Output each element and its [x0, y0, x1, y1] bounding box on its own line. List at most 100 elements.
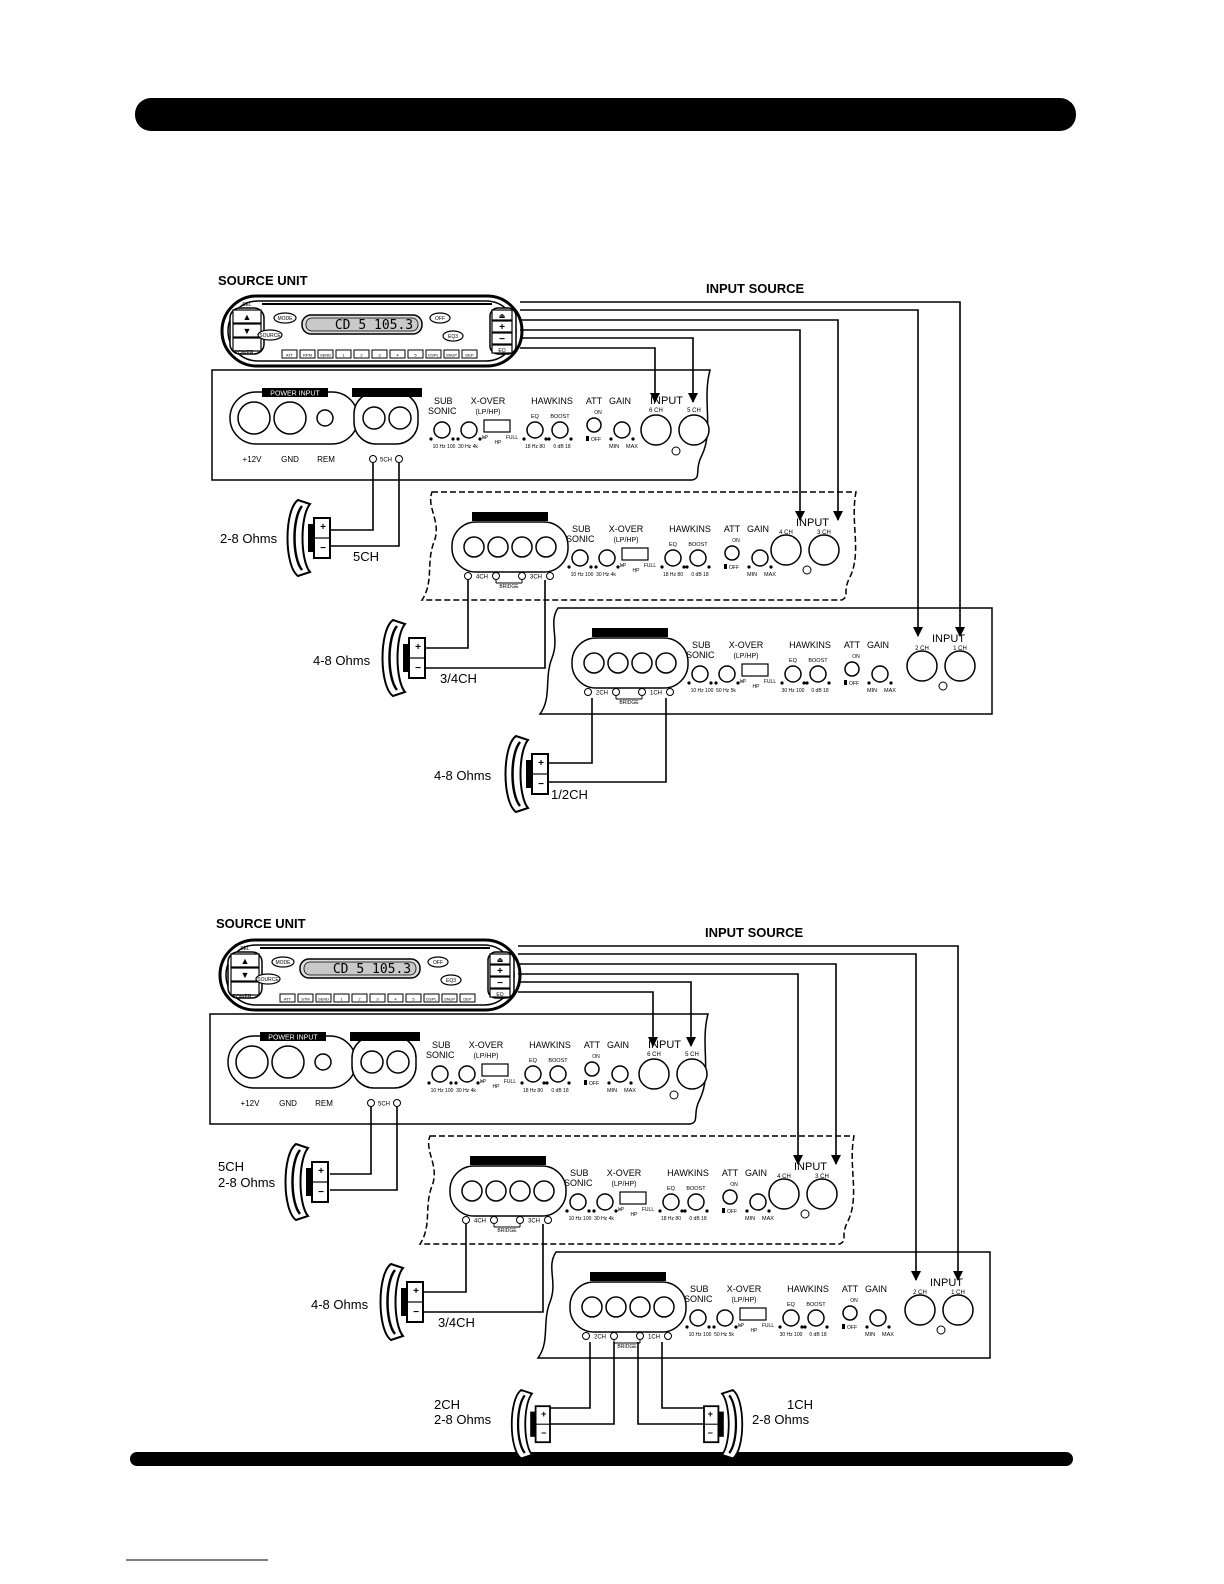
off-button[interactable]: OFF [435, 316, 445, 322]
power-terminal-12v[interactable] [237, 401, 271, 435]
preset-button[interactable]: SNUP [444, 997, 455, 1002]
att-switch[interactable] [842, 1305, 858, 1321]
speaker-terminal[interactable] [629, 1296, 651, 1318]
boost-knob[interactable] [689, 549, 707, 567]
gain-knob[interactable] [871, 665, 889, 683]
speaker-terminal[interactable] [388, 406, 412, 430]
xover-switch[interactable] [619, 1191, 647, 1205]
power-button[interactable]: POWER [233, 994, 252, 1000]
rca-input-1ch[interactable] [944, 650, 976, 682]
rca-input-5ch[interactable] [678, 414, 710, 446]
rca-input-3ch[interactable] [808, 534, 840, 566]
speaker-terminal[interactable] [583, 652, 605, 674]
speaker-terminal[interactable] [655, 652, 677, 674]
subsonic-knob[interactable] [433, 421, 451, 439]
sel-button[interactable]: SEL [242, 302, 252, 308]
preset-button[interactable]: STM [301, 997, 309, 1002]
preset-button[interactable]: 4 [396, 353, 399, 358]
mode-button[interactable]: MODE [276, 960, 292, 966]
rca-input-2ch[interactable] [904, 1294, 936, 1326]
subsonic-knob[interactable] [689, 1309, 707, 1327]
speaker-terminal[interactable] [360, 1050, 384, 1074]
up-button[interactable]: ▲ [243, 312, 252, 322]
preset-button[interactable]: 5 [412, 997, 415, 1002]
att-switch[interactable] [722, 1189, 738, 1205]
source-button[interactable]: SOURCE [257, 977, 279, 983]
preset-button[interactable]: 4 [394, 997, 397, 1002]
xover-switch[interactable] [741, 663, 769, 677]
off-button[interactable]: OFF [433, 960, 443, 966]
eq-knob[interactable] [524, 1065, 542, 1083]
xover-knob[interactable] [458, 1065, 476, 1083]
speaker-terminal[interactable] [485, 1180, 507, 1202]
xover-knob[interactable] [596, 1193, 614, 1211]
down-button[interactable]: ▼ [243, 326, 252, 336]
subsonic-knob[interactable] [691, 665, 709, 683]
eq-button[interactable]: EQ [496, 992, 503, 998]
power-button[interactable]: POWER [235, 350, 254, 356]
preset-button[interactable]: 1 [340, 997, 343, 1002]
up-button[interactable]: ▲ [241, 956, 250, 966]
att-switch[interactable] [584, 1061, 600, 1077]
source-button[interactable]: SOURCE [259, 333, 281, 339]
preset-button[interactable]: SEND [318, 997, 329, 1002]
sel-button[interactable]: SEL [240, 946, 250, 952]
eject-button[interactable]: ⏏ [497, 957, 504, 964]
speaker-terminal[interactable] [605, 1296, 627, 1318]
preset-button[interactable]: DSPL [428, 353, 439, 358]
plus-button[interactable]: + [497, 966, 503, 977]
speaker-terminal[interactable] [511, 536, 533, 558]
preset-button[interactable]: DEP [463, 997, 472, 1002]
subsonic-knob[interactable] [431, 1065, 449, 1083]
speaker-terminal[interactable] [535, 536, 557, 558]
speaker-terminal[interactable] [533, 1180, 555, 1202]
rca-input-4ch[interactable] [770, 534, 802, 566]
eq-button[interactable]: EQ [498, 348, 505, 354]
subsonic-knob[interactable] [569, 1193, 587, 1211]
gain-knob[interactable] [751, 549, 769, 567]
speaker-terminal[interactable] [362, 406, 386, 430]
gain-knob[interactable] [611, 1065, 629, 1083]
att-switch[interactable] [724, 545, 740, 561]
boost-knob[interactable] [551, 421, 569, 439]
eq-knob[interactable] [784, 665, 802, 683]
att-switch[interactable] [844, 661, 860, 677]
speaker-terminal[interactable] [581, 1296, 603, 1318]
xover-switch[interactable] [621, 547, 649, 561]
eq3-button[interactable]: EQ3 [446, 978, 456, 984]
speaker-terminal[interactable] [487, 536, 509, 558]
rca-input-4ch[interactable] [768, 1178, 800, 1210]
gain-knob[interactable] [749, 1193, 767, 1211]
speaker-terminal[interactable] [386, 1050, 410, 1074]
speaker-terminal[interactable] [461, 1180, 483, 1202]
minus-button[interactable]: − [497, 978, 503, 989]
xover-knob[interactable] [718, 665, 736, 683]
eq3-button[interactable]: EQ3 [448, 334, 458, 340]
boost-knob[interactable] [807, 1309, 825, 1327]
att-switch[interactable] [586, 417, 602, 433]
speaker-terminal[interactable] [463, 536, 485, 558]
xover-switch[interactable] [483, 419, 511, 433]
preset-button[interactable]: 3 [376, 997, 379, 1002]
xover-switch[interactable] [739, 1307, 767, 1321]
preset-button[interactable]: DSPL [426, 997, 437, 1002]
eq-knob[interactable] [662, 1193, 680, 1211]
subsonic-knob[interactable] [571, 549, 589, 567]
mode-button[interactable]: MODE [278, 316, 294, 322]
preset-button[interactable]: 5 [414, 353, 417, 358]
preset-button[interactable]: ATT [284, 997, 292, 1002]
preset-button[interactable]: 2 [360, 353, 363, 358]
preset-button[interactable]: 2 [358, 997, 361, 1002]
power-terminal-rem[interactable] [316, 409, 334, 427]
eq-knob[interactable] [664, 549, 682, 567]
preset-button[interactable]: 3 [378, 353, 381, 358]
speaker-terminal[interactable] [509, 1180, 531, 1202]
speaker-terminal[interactable] [653, 1296, 675, 1318]
boost-knob[interactable] [549, 1065, 567, 1083]
power-terminal-rem[interactable] [314, 1053, 332, 1071]
eq-knob[interactable] [526, 421, 544, 439]
rca-input-1ch[interactable] [942, 1294, 974, 1326]
preset-button[interactable]: ATT [286, 353, 294, 358]
plus-button[interactable]: + [499, 322, 505, 333]
power-terminal-gnd[interactable] [273, 401, 307, 435]
